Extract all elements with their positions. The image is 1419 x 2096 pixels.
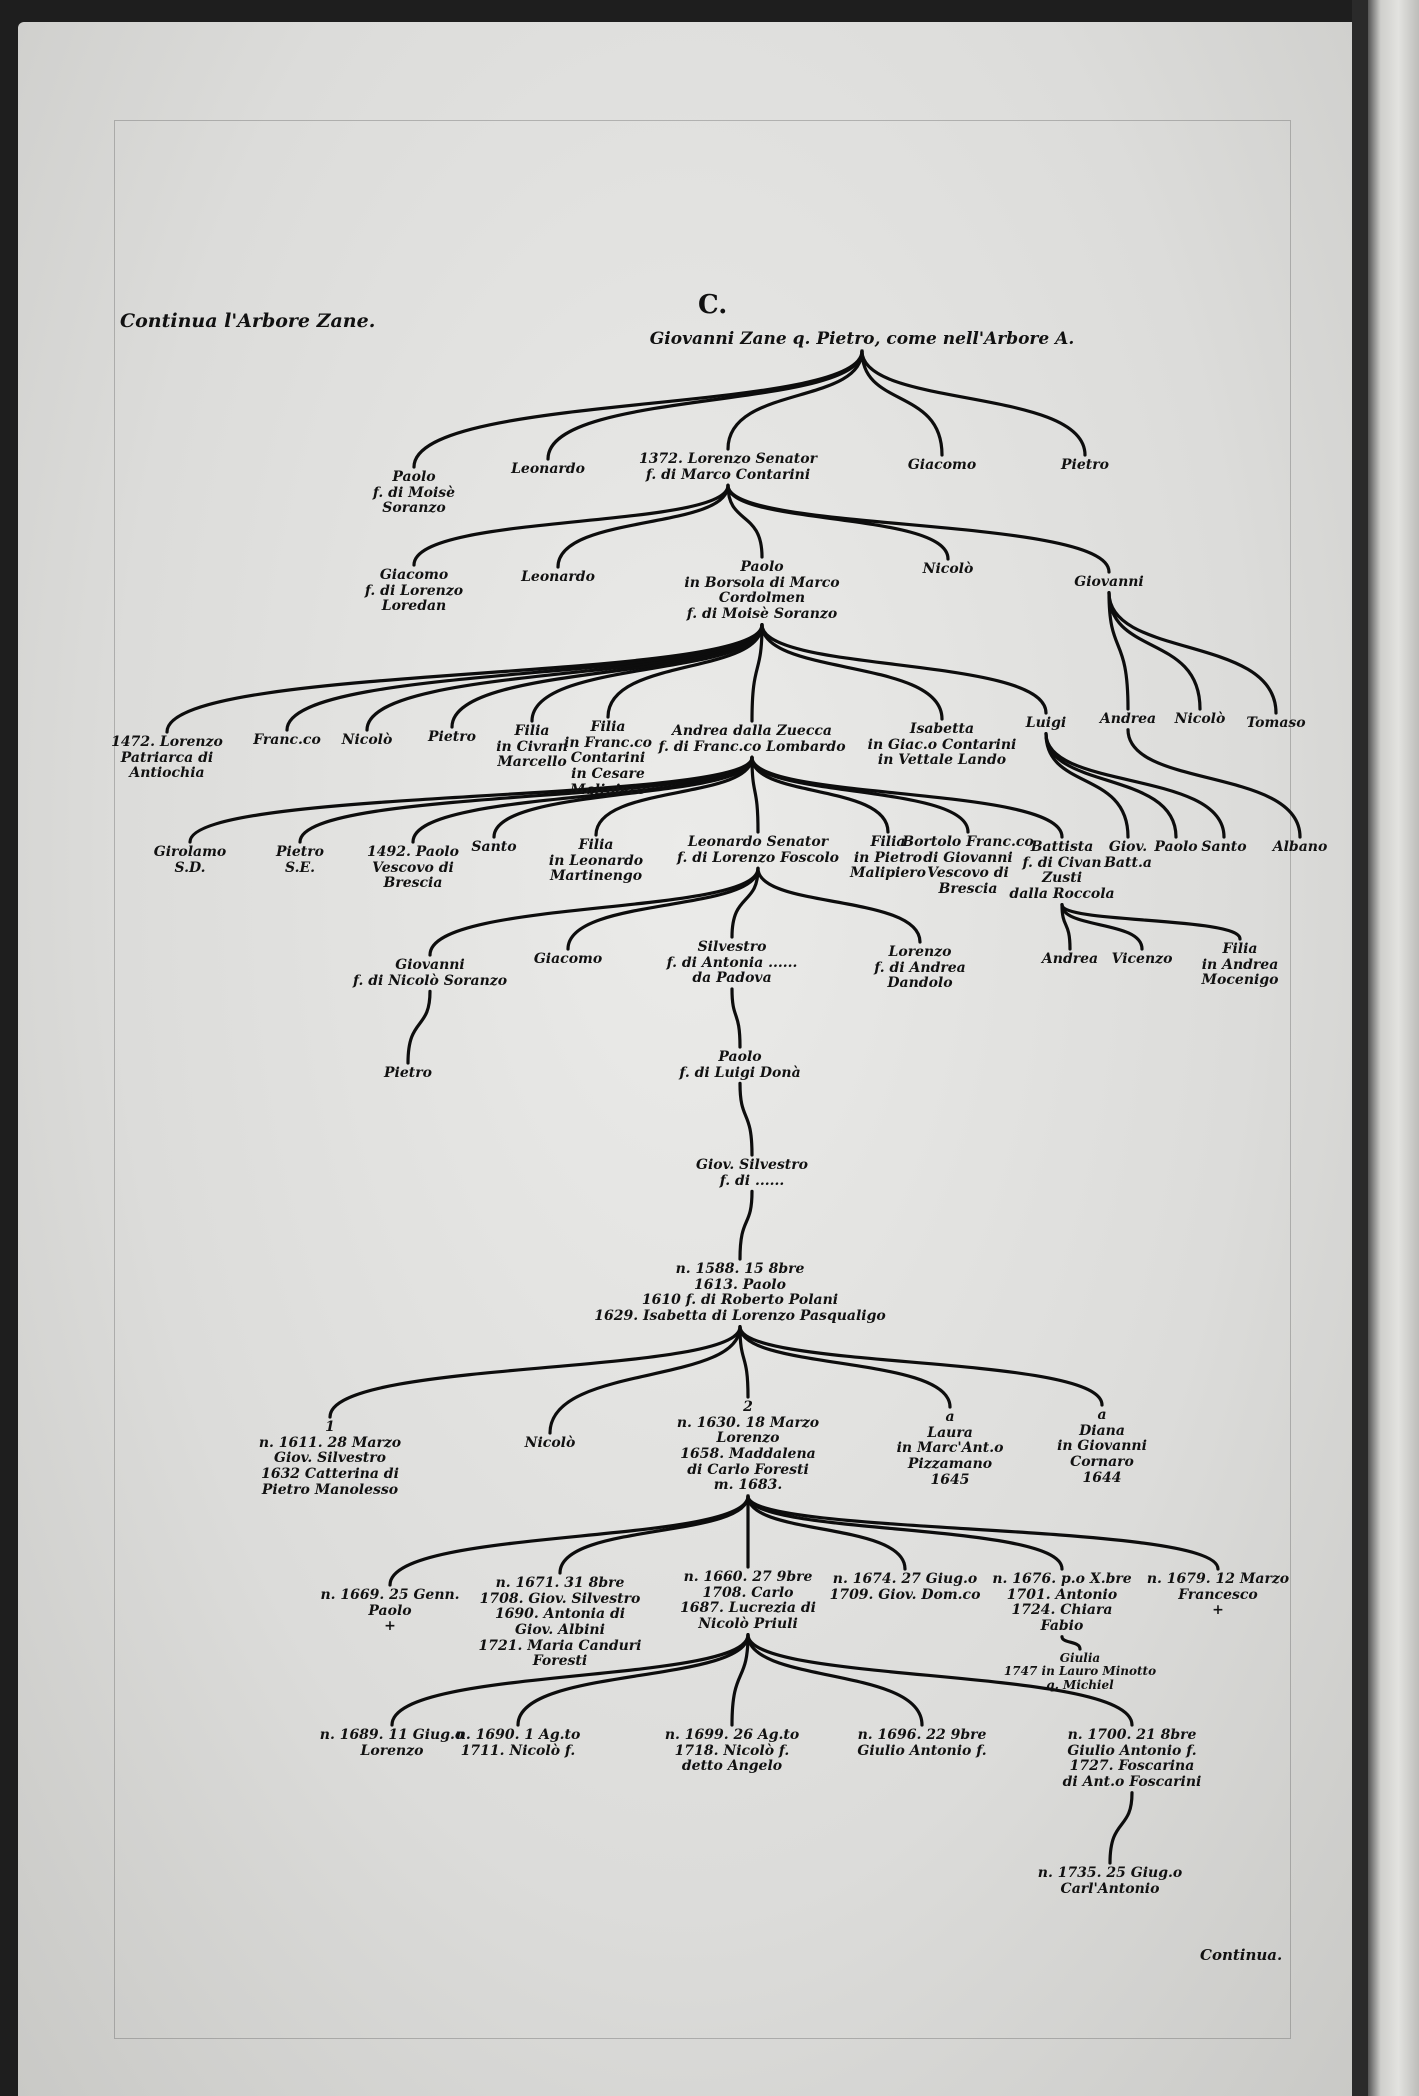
tree-letter: C. [698, 290, 728, 320]
person-node: Nicolò [524, 1435, 576, 1451]
person-node: Paolo f. di Luigi Donà [679, 1049, 801, 1081]
person-node: 1472. Lorenzo Patriarca di Antiochia [111, 734, 223, 782]
person-node: Leonardo Senator f. di Lorenzo Foscolo [677, 834, 839, 866]
person-node: Filia in Pietro Malipiero [850, 834, 926, 882]
person-node: Giacomo f. di Lorenzo Loredan [364, 567, 464, 615]
person-node: Giacomo [533, 951, 603, 967]
person-node: Giacomo [907, 457, 977, 473]
person-node: n. 1699. 26 Ag.to 1718. Nicolò f. detto … [664, 1727, 800, 1775]
binding-gutter [1352, 0, 1368, 2096]
person-node: Filia in Civran Marcello [496, 723, 568, 771]
person-node: Albano [1272, 839, 1328, 855]
person-node: Luigi [1025, 715, 1067, 731]
facing-page-edge [1368, 0, 1419, 2096]
person-node: Andrea [1041, 951, 1099, 967]
person-node: Vicenzo [1111, 951, 1173, 967]
person-node: Lorenzo f. di Andrea Dandolo [874, 944, 966, 992]
person-node: Isabetta in Giac.o Contarini in Vettale … [867, 721, 1017, 769]
person-node: Giov. Batt.a [1104, 839, 1152, 871]
person-node: Pietro [1061, 457, 1109, 473]
person-node: Andrea dalla Zuecca f. di Franc.co Lomba… [658, 723, 846, 755]
person-node: 1492. Paolo Vescovo di Brescia [367, 844, 459, 892]
person-node: Nicolò [341, 732, 393, 748]
person-node: Battista f. di Civan Zusti dalla Roccola [1009, 839, 1115, 903]
person-node: n. 1696. 22 9bre Giulio Antonio f. [857, 1727, 987, 1759]
person-node: Leonardo [521, 569, 595, 585]
person-node: n. 1689. 11 Giug.o Lorenzo [319, 1727, 465, 1759]
person-node: Filia in Franc.co Contarini in Cesare Ma… [564, 719, 652, 798]
person-node: Nicolò [922, 561, 974, 577]
person-node: n. 1700. 21 8bre Giulio Antonio f. 1727.… [1062, 1727, 1202, 1791]
ruled-frame [114, 120, 1291, 2039]
person-node: Paolo f. di Moisè Soranzo [372, 469, 456, 517]
person-node: Giovanni [1074, 574, 1144, 590]
person-node: n. 1735. 25 Giug.o Carl'Antonio [1037, 1865, 1183, 1897]
person-node: Giov. Silvestro f. di ...... [696, 1157, 808, 1189]
person-node: Santo [1201, 839, 1247, 855]
person-node: 1372. Lorenzo Senator f. di Marco Contar… [639, 451, 817, 483]
person-node: 2 n. 1630. 18 Marzo Lorenzo 1658. Maddal… [676, 1399, 820, 1494]
person-node: Nicolò [1174, 711, 1226, 727]
continued-note: Continua. [1200, 1946, 1283, 1964]
person-node: Filia in Leonardo Martinengo [548, 837, 644, 885]
person-node: Girolamo S.D. [153, 844, 227, 876]
page-heading: Continua l'Arbore Zane. [120, 310, 376, 332]
person-node: n. 1690. 1 Ag.to 1711. Nicolò f. [455, 1727, 581, 1759]
person-node: n. 1679. 12 Marzo Francesco + [1146, 1571, 1290, 1619]
person-node: Paolo [1154, 839, 1198, 855]
person-node: n. 1674. 27 Giug.o 1709. Giov. Dom.co [829, 1571, 981, 1603]
person-node: Filia in Andrea Mocenigo [1201, 941, 1279, 989]
person-node: n. 1660. 27 9bre 1708. Carlo 1687. Lucre… [680, 1569, 816, 1633]
person-node: Andrea [1099, 711, 1157, 727]
person-node: n. 1676. p.o X.bre 1701. Antonio 1724. C… [992, 1571, 1132, 1635]
person-node: n. 1669. 25 Genn. Paolo + [320, 1587, 460, 1635]
person-node: n. 1671. 31 8bre 1708. Giov. Silvestro 1… [478, 1575, 642, 1670]
person-node: Silvestro f. di Antonia ...... da Padova [666, 939, 798, 987]
person-node: Paolo in Borsola di Marco Cordolmen f. d… [684, 559, 840, 623]
person-node: Pietro [384, 1065, 432, 1081]
person-node: Tomaso [1246, 715, 1306, 731]
person-node: Bortolo Franc.co di Giovanni Vescovo di … [902, 834, 1034, 898]
person-node: Franc.co [253, 732, 321, 748]
person-node: Leonardo [511, 461, 585, 477]
person-node: Pietro [428, 729, 476, 745]
tree-root-person: Giovanni Zane q. Pietro, come nell'Arbor… [649, 329, 1075, 349]
person-node: a Diana in Giovanni Cornaro 1644 [1057, 1407, 1147, 1486]
person-node: Pietro S.E. [276, 844, 324, 876]
person-node: a Laura in Marc'Ant.o Pizzamano 1645 [896, 1409, 1004, 1488]
person-node: Santo [471, 839, 517, 855]
marginal-note: Giulia 1747 in Lauro Minotto q. Michiel [1003, 1651, 1157, 1692]
person-node: n. 1588. 15 8bre 1613. Paolo 1610 f. di … [594, 1261, 886, 1325]
person-node: 1 n. 1611. 28 Marzo Giov. Silvestro 1632… [258, 1419, 402, 1498]
person-node: Giovanni f. di Nicolò Soranzo [352, 957, 508, 989]
